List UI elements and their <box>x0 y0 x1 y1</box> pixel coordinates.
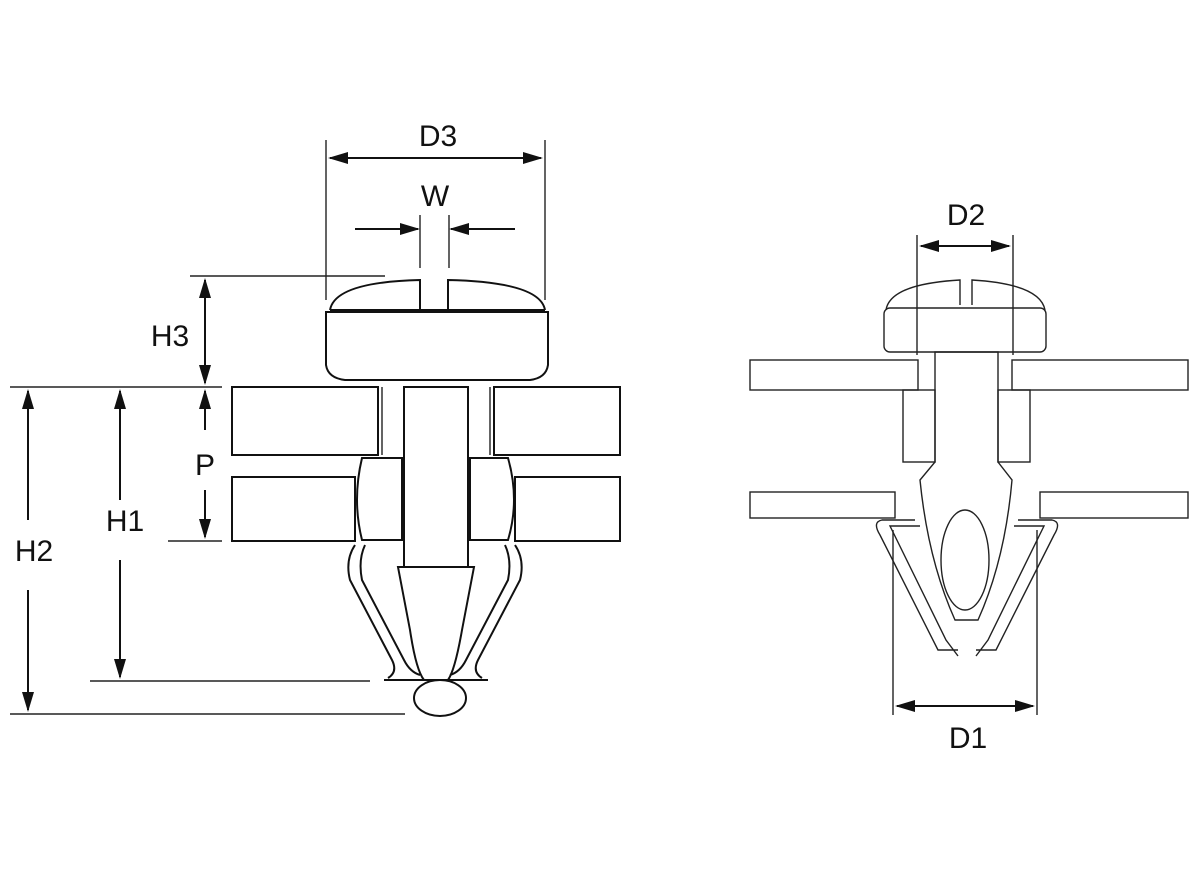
dimension-d2: D2 <box>916 199 1014 355</box>
dimension-h2: H2 <box>10 389 405 715</box>
pin-slot-r <box>940 509 990 611</box>
label-h1: H1 <box>106 505 144 538</box>
pin-head-tip <box>413 679 467 717</box>
dimension-d1: D1 <box>892 530 1038 755</box>
lower-panel-left <box>231 476 356 542</box>
label-h3: H3 <box>151 320 189 353</box>
dimension-d3: D3 <box>325 120 546 300</box>
upper-panel-right <box>493 386 621 456</box>
label-d1: D1 <box>949 722 987 755</box>
grommet-right <box>469 457 515 541</box>
head-knurl <box>325 311 549 381</box>
upper-panel-left <box>231 386 379 456</box>
label-p: P <box>195 449 215 482</box>
shaft <box>403 386 469 568</box>
section-rivet-view <box>749 279 1189 657</box>
installed-rivet-view <box>231 278 621 717</box>
label-w: W <box>421 180 450 213</box>
pin-tip <box>396 566 476 681</box>
label-d2: D2 <box>947 199 985 232</box>
dimension-h1: H1 <box>90 389 370 682</box>
grommet-right-r <box>997 389 1031 463</box>
grommet-left-r <box>902 389 936 463</box>
dimension-p: P <box>168 389 222 542</box>
head-knurl-r <box>883 307 1047 353</box>
lower-panel-left-r <box>749 491 896 519</box>
dimension-w: W <box>355 180 515 268</box>
head-dome-r <box>885 279 1046 311</box>
label-h2: H2 <box>15 535 53 568</box>
grommet-left <box>356 457 403 541</box>
head-dome <box>329 278 546 311</box>
spring-clip <box>347 544 523 679</box>
upper-panel-left-r <box>749 359 919 391</box>
spring-clip-r <box>875 519 1059 657</box>
pin-body-r <box>919 351 1013 621</box>
lower-panel-right-r <box>1039 491 1189 519</box>
label-d3: D3 <box>419 120 457 153</box>
dimension-h3: H3 <box>151 275 385 385</box>
upper-panel-right-r <box>1011 359 1189 391</box>
lower-panel-right <box>514 476 621 542</box>
